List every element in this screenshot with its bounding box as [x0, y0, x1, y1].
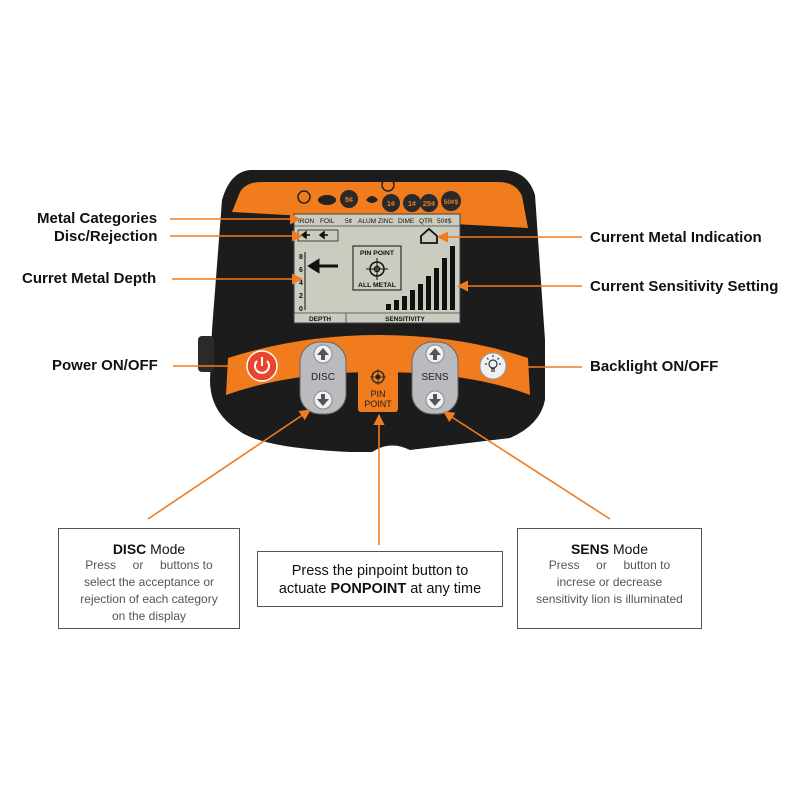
- depth-tick: 6: [299, 267, 303, 274]
- category-label: QTR: [419, 218, 433, 225]
- sens-down-button[interactable]: [425, 390, 445, 410]
- pinpoint-mode-box: Press the pinpoint button to actuate PON…: [257, 551, 503, 607]
- sens-mode-text: Press or button to increse or decrease s…: [536, 558, 683, 606]
- pinpoint-indicator-label: PIN POINT: [360, 250, 395, 257]
- arrow-up-icon: [317, 348, 329, 360]
- category-label: IRON: [298, 218, 315, 225]
- backlight-label: Backlight ON/OFF: [590, 358, 719, 375]
- coin-icons: 5¢ 1¢ 1¢ 25¢ 50¢$: [297, 178, 461, 212]
- disc-button-label: DISC: [311, 372, 335, 383]
- coin-label: 25¢: [423, 199, 436, 208]
- backlight-button[interactable]: [479, 352, 507, 380]
- coin-label: 50¢$: [444, 199, 459, 206]
- power-icon: [254, 360, 270, 374]
- coin-label: 5¢: [345, 195, 353, 204]
- metal-categories-label: Metal Categories: [37, 210, 158, 227]
- pinpoint-button-label: POINT: [364, 399, 392, 409]
- pinpoint-text-line1: Press the pinpoint button to: [291, 563, 469, 579]
- depth-tick: 4: [299, 280, 303, 287]
- callout-lines: [147, 213, 611, 545]
- sensitivity-label: SENSITIVITY: [385, 316, 425, 323]
- power-label: Power ON/OFF: [52, 357, 158, 374]
- lcd-categories: IRON FOIL 5¢ ALUM ZINC DIME QTR 50¢$: [298, 218, 452, 225]
- sensitivity-bars: [386, 246, 455, 310]
- crosshair-icon: [370, 369, 386, 385]
- disc-mode-box: DISC Mode Press or buttons to select the…: [58, 528, 240, 629]
- disc-rejection-label: Disc/Rejection: [54, 228, 158, 245]
- depth-tick: 0: [299, 306, 303, 313]
- pinpoint-button-label: PIN: [370, 389, 385, 399]
- side-knob: [198, 336, 214, 372]
- power-button[interactable]: [246, 350, 278, 382]
- category-label: DIME: [398, 218, 415, 225]
- pinpoint-text-line2: actuate PONPOINT at any time: [278, 581, 482, 597]
- arrow-up-icon: [429, 348, 441, 360]
- current-metal-depth-label: Curret Metal Depth: [22, 270, 157, 287]
- disc-down-button[interactable]: [313, 390, 333, 410]
- depth-arrow-icon: [307, 258, 338, 274]
- current-sensitivity-label: Current Sensitivity Setting: [590, 278, 779, 295]
- sens-button-label: SENS: [421, 372, 449, 383]
- category-label: ALUM: [358, 218, 376, 225]
- disc-button-group: DISC: [299, 341, 347, 415]
- disc-up-button[interactable]: [313, 344, 333, 364]
- current-metal-indication-label: Current Metal Indication: [590, 229, 762, 246]
- disc-mode-title: DISC Mode: [112, 541, 186, 557]
- arrow-down-icon: [317, 394, 329, 406]
- coin-label: 1¢: [387, 199, 395, 208]
- depth-tick: 8: [299, 254, 303, 261]
- disc-mode-text: Press or buttons to select the acceptanc…: [80, 558, 218, 623]
- arrow-down-icon: [429, 394, 441, 406]
- depth-tick: 2: [299, 293, 303, 300]
- category-label: FOIL: [320, 218, 335, 225]
- category-label: 5¢: [345, 218, 353, 225]
- lightbulb-icon: [485, 355, 501, 372]
- depth-label: DEPTH: [309, 316, 331, 323]
- coin-label: 1¢: [408, 199, 416, 208]
- pinpoint-indicator: [352, 245, 402, 291]
- sens-button-group: SENS: [411, 341, 459, 415]
- sens-mode-box: SENS Mode Press or button to increse or …: [517, 528, 702, 629]
- crosshair-icon: [366, 258, 388, 280]
- sens-mode-title: SENS Mode: [570, 541, 649, 557]
- category-label: ZINC: [378, 218, 393, 225]
- category-label: 50¢$: [437, 218, 452, 225]
- all-metal-label: ALL METAL: [358, 282, 396, 289]
- home-icon: [420, 227, 438, 244]
- sens-up-button[interactable]: [425, 344, 445, 364]
- pinpoint-button[interactable]: PIN POINT: [358, 362, 398, 412]
